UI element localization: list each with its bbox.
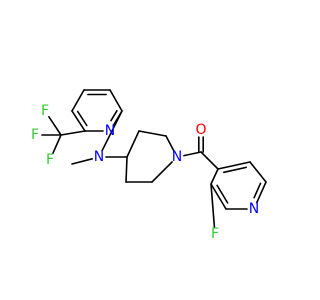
- single-bond-r5-r6: [109, 89, 123, 112]
- double-bond-inner-n1-r5: [110, 110, 118, 122]
- double-bond-inner-r2-r3: [76, 110, 88, 127]
- single-bond-p1-p2: [126, 130, 140, 158]
- single-bond-q6-fa: [210, 183, 216, 228]
- single-bond-np-cc: [183, 151, 202, 157]
- nitrogen-atom-amine: N: [94, 149, 104, 165]
- nitrogen-atom-pyridine-top: N: [105, 123, 115, 139]
- single-bond-cf-f1: [48, 116, 62, 136]
- single-bond-p6-p1: [125, 156, 128, 183]
- single-bond-np-p5: [151, 161, 173, 183]
- single-bond-p2-p3: [138, 130, 167, 137]
- nitrogen-atom-piperidine: N: [172, 149, 182, 165]
- bond-layer: [41, 89, 267, 228]
- double-bond-q5-q6: [210, 183, 227, 210]
- single-bond-r1-r2: [71, 89, 85, 112]
- double-bond-r2-r3: [71, 110, 86, 132]
- single-bond-p3-np: [165, 135, 175, 152]
- single-bond-q2-q3: [249, 161, 267, 183]
- double-bond-inner-q3-nq: [253, 182, 262, 199]
- oxygen-atom-carbonyl: O: [195, 122, 206, 138]
- double-bond-inner-q1-q2: [223, 166, 247, 174]
- fluorine-atom-aryl: F: [211, 226, 219, 242]
- double-bond-q3-nq: [255, 181, 267, 204]
- single-bond-cc-q1: [200, 151, 219, 170]
- fluorine-atom-cf3-top: F: [41, 103, 49, 119]
- single-bond-r5-na: [101, 110, 123, 152]
- single-bond-r3-cf: [60, 130, 86, 136]
- single-bond-cf-f3: [51, 134, 62, 155]
- fluorine-atom-cf3-left: F: [31, 127, 39, 143]
- single-bond-q6-q1: [210, 168, 219, 185]
- double-bond-inner-q5-q6: [216, 184, 229, 204]
- fluorine-atom-cf3-bottom: F: [46, 152, 54, 168]
- single-bond-na-me: [71, 158, 93, 165]
- nitrogen-atom-pyridine-right: N: [249, 201, 259, 217]
- double-bond-q1-q2: [217, 161, 251, 170]
